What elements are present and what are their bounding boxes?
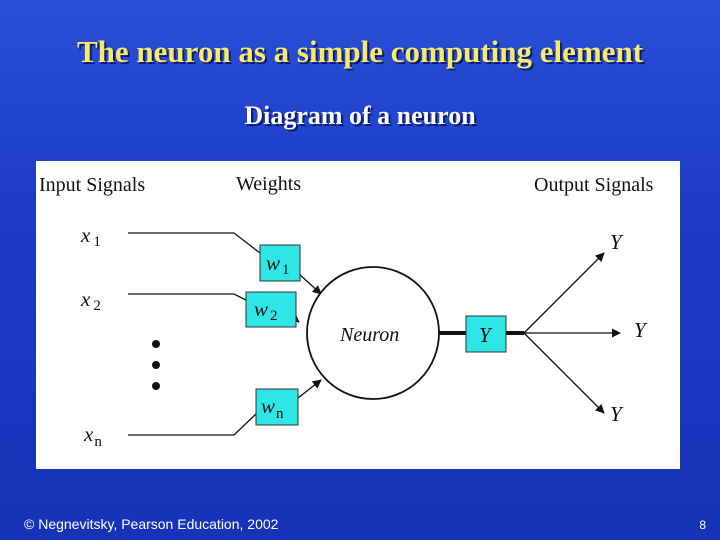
- input-line-xn: [128, 413, 257, 436]
- output-label-bottom: Y: [610, 402, 624, 426]
- footer-credit: © Negnevitsky, Pearson Education, 2002: [24, 516, 279, 532]
- output-signals-header: Output Signals: [534, 174, 654, 196]
- input-line-x1: [128, 232, 261, 254]
- slide-title: The neuron as a simple computing element: [76, 34, 644, 69]
- input-signals-header: Input Signals: [39, 174, 145, 196]
- page-number: 8: [699, 518, 706, 532]
- svg-text:w2: w2: [254, 297, 278, 324]
- output-label-top: Y: [610, 230, 624, 254]
- ellipsis-dot-1: [152, 340, 160, 348]
- neuron-label: Neuron: [339, 324, 399, 346]
- input-label-xn: xn: [83, 422, 102, 450]
- input-line-x2: [128, 293, 247, 301]
- svg-text:Y: Y: [479, 323, 493, 347]
- ellipsis-dot-3: [152, 382, 160, 390]
- slide-subtitle: Diagram of a neuron: [244, 101, 476, 130]
- weight-arrow-w1: [297, 272, 322, 295]
- ellipsis-dot-2: [152, 361, 160, 369]
- weight-arrow-wn: [297, 379, 322, 399]
- output-arrow-top: [523, 252, 605, 334]
- output-label-mid: Y: [634, 318, 648, 342]
- activation-box: Y: [465, 315, 507, 353]
- svg-text:w1: w1: [266, 251, 290, 278]
- weight-box-wn: wn: [255, 388, 299, 426]
- output-arrow-bottom: [523, 332, 605, 414]
- weights-header: Weights: [236, 173, 301, 195]
- svg-text:wn: wn: [261, 394, 284, 422]
